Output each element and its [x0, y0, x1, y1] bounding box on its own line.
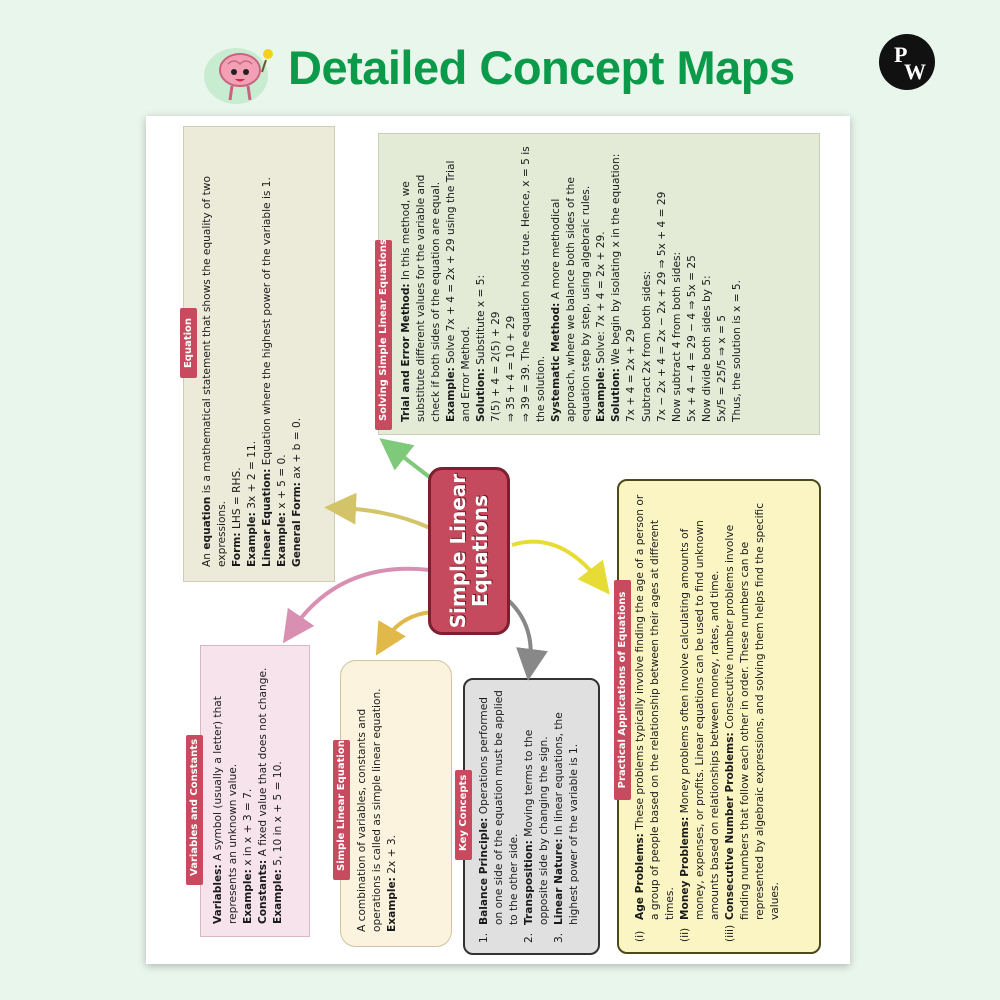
simple-tag: Simple Linear Equation	[333, 740, 350, 880]
practical-item-2: (ii)Money Problems: Money problems often…	[679, 520, 722, 942]
solving-line-8: Example: Solve: 7x + 4 = 2x + 29.	[595, 231, 608, 422]
solving-tag: Solving Simple Linear Equations	[375, 240, 392, 430]
solving-line-17: Thus, the solution is x = 5.	[730, 279, 743, 422]
equation-tag-box: Equation	[180, 308, 200, 378]
practical-item-3: (iii)Consecutive Number Problems: Consec…	[724, 502, 782, 942]
logo-letter-p: P	[894, 42, 908, 67]
variables-line-1: Variables: A symbol (usually a letter) t…	[212, 696, 240, 924]
variables-tag-box: Variables and Constants	[186, 735, 206, 885]
equation-line-3: Example: 3x + 2 = 11.	[246, 440, 259, 567]
variables-tag: Variables and Constants	[186, 735, 203, 885]
brain-mascot-icon	[202, 40, 282, 110]
central-topic-line-2: Equations	[468, 495, 492, 608]
solving-line-14: 5x + 4 − 4 = 29 − 4 ⇒ 5x = 25	[685, 255, 698, 422]
solving-line-15: Now divide both sides by 5:	[700, 275, 713, 422]
key-item-2: 2.Transposition: Moving terms to the opp…	[523, 729, 551, 943]
equation-panel: An equation is a mathematical statement …	[183, 126, 335, 582]
solving-line-7: Systematic Method: A more methodical app…	[550, 177, 593, 422]
solving-panel: Trial and Error Method: In this method, …	[378, 133, 820, 435]
simple-line-1: A combination of variables, constants an…	[356, 688, 384, 932]
variables-line-4: Example: 5, 10 in x + 5 = 10.	[272, 761, 285, 924]
equation-content: An equation is a mathematical statement …	[184, 127, 334, 581]
equation-line-2: Form: LHS = RHS.	[231, 467, 244, 567]
solving-line-4: 7(5) + 4 = 2(5) + 29	[490, 311, 503, 422]
solving-line-10: 7x + 4 = 2x + 29	[625, 328, 638, 422]
simple-line-2: Example: 2x + 3.	[386, 834, 399, 932]
solving-content: Trial and Error Method: In this method, …	[379, 134, 819, 434]
solving-tag-box: Solving Simple Linear Equations	[375, 240, 395, 430]
simple-panel: A combination of variables, constants an…	[340, 660, 452, 947]
solving-line-2: Example: Solve 7x + 4 = 2x + 29 using th…	[445, 160, 473, 422]
simple-content: A combination of variables, constants an…	[341, 661, 451, 946]
practical-panel: (i)Age Problems: These problems typicall…	[617, 479, 821, 954]
central-topic-text: Simple Linear Equations	[446, 473, 492, 629]
equation-line-6: General Form: ax + b = 0.	[291, 417, 304, 567]
pw-logo: P W	[879, 34, 935, 90]
key-item-3: 3.Linear Nature: In linear equations, th…	[553, 712, 581, 943]
equation-line-4: Linear Equation: Equation where the high…	[261, 177, 274, 567]
practical-tag-box: Practical Applications of Equations	[614, 580, 634, 800]
solving-line-5: ⇒ 35 + 4 = 10 + 29	[505, 315, 518, 422]
practical-item-1: (i)Age Problems: These problems typicall…	[634, 494, 677, 942]
practical-tag: Practical Applications of Equations	[614, 580, 631, 800]
logo-letter-w: W	[904, 59, 926, 84]
solving-line-6: ⇒ 39 = 39. The equation holds true. Henc…	[520, 146, 548, 422]
central-topic-node: Simple Linear Equations	[428, 467, 510, 635]
equation-line-1: An equation is a mathematical statement …	[201, 176, 229, 567]
solving-line-1: Trial and Error Method: In this method, …	[400, 174, 443, 422]
solving-line-13: Now subtract 4 from both sides:	[670, 251, 683, 422]
key-content: 1.Balance Principle: Operations performe…	[465, 680, 598, 953]
solving-line-3: Solution: Substitute x = 5:	[475, 274, 488, 422]
variables-panel: Variables: A symbol (usually a letter) t…	[200, 645, 310, 937]
equation-tag: Equation	[180, 308, 197, 378]
variables-line-2: Example: x in x + 3 = 7.	[242, 788, 255, 924]
solving-line-16: 5x/5 = 25/5 ⇒ x = 5	[715, 315, 728, 422]
variables-content: Variables: A symbol (usually a letter) t…	[201, 646, 309, 936]
practical-content: (i)Age Problems: These problems typicall…	[619, 481, 819, 952]
solving-line-11: Subtract 2x from both sides:	[640, 270, 653, 422]
variables-line-3: Constants: A fixed value that does not c…	[257, 667, 270, 924]
central-topic-line-1: Simple Linear	[446, 473, 470, 629]
key-tag: Key Concepts	[455, 770, 472, 860]
solving-line-9: Solution: We begin by isolating x in the…	[610, 153, 623, 422]
solving-line-12: 7x − 2x + 4 = 2x − 2x + 29 ⇒ 5x + 4 = 29	[655, 191, 668, 422]
equation-line-5: Example: x + 5 = 0.	[276, 454, 289, 567]
simple-tag-box: Simple Linear Equation	[333, 740, 353, 880]
key-tag-box: Key Concepts	[455, 770, 475, 860]
key-panel: 1.Balance Principle: Operations performe…	[463, 678, 600, 955]
key-item-1: 1.Balance Principle: Operations performe…	[478, 690, 521, 943]
page-title: Detailed Concept Maps	[288, 41, 795, 94]
